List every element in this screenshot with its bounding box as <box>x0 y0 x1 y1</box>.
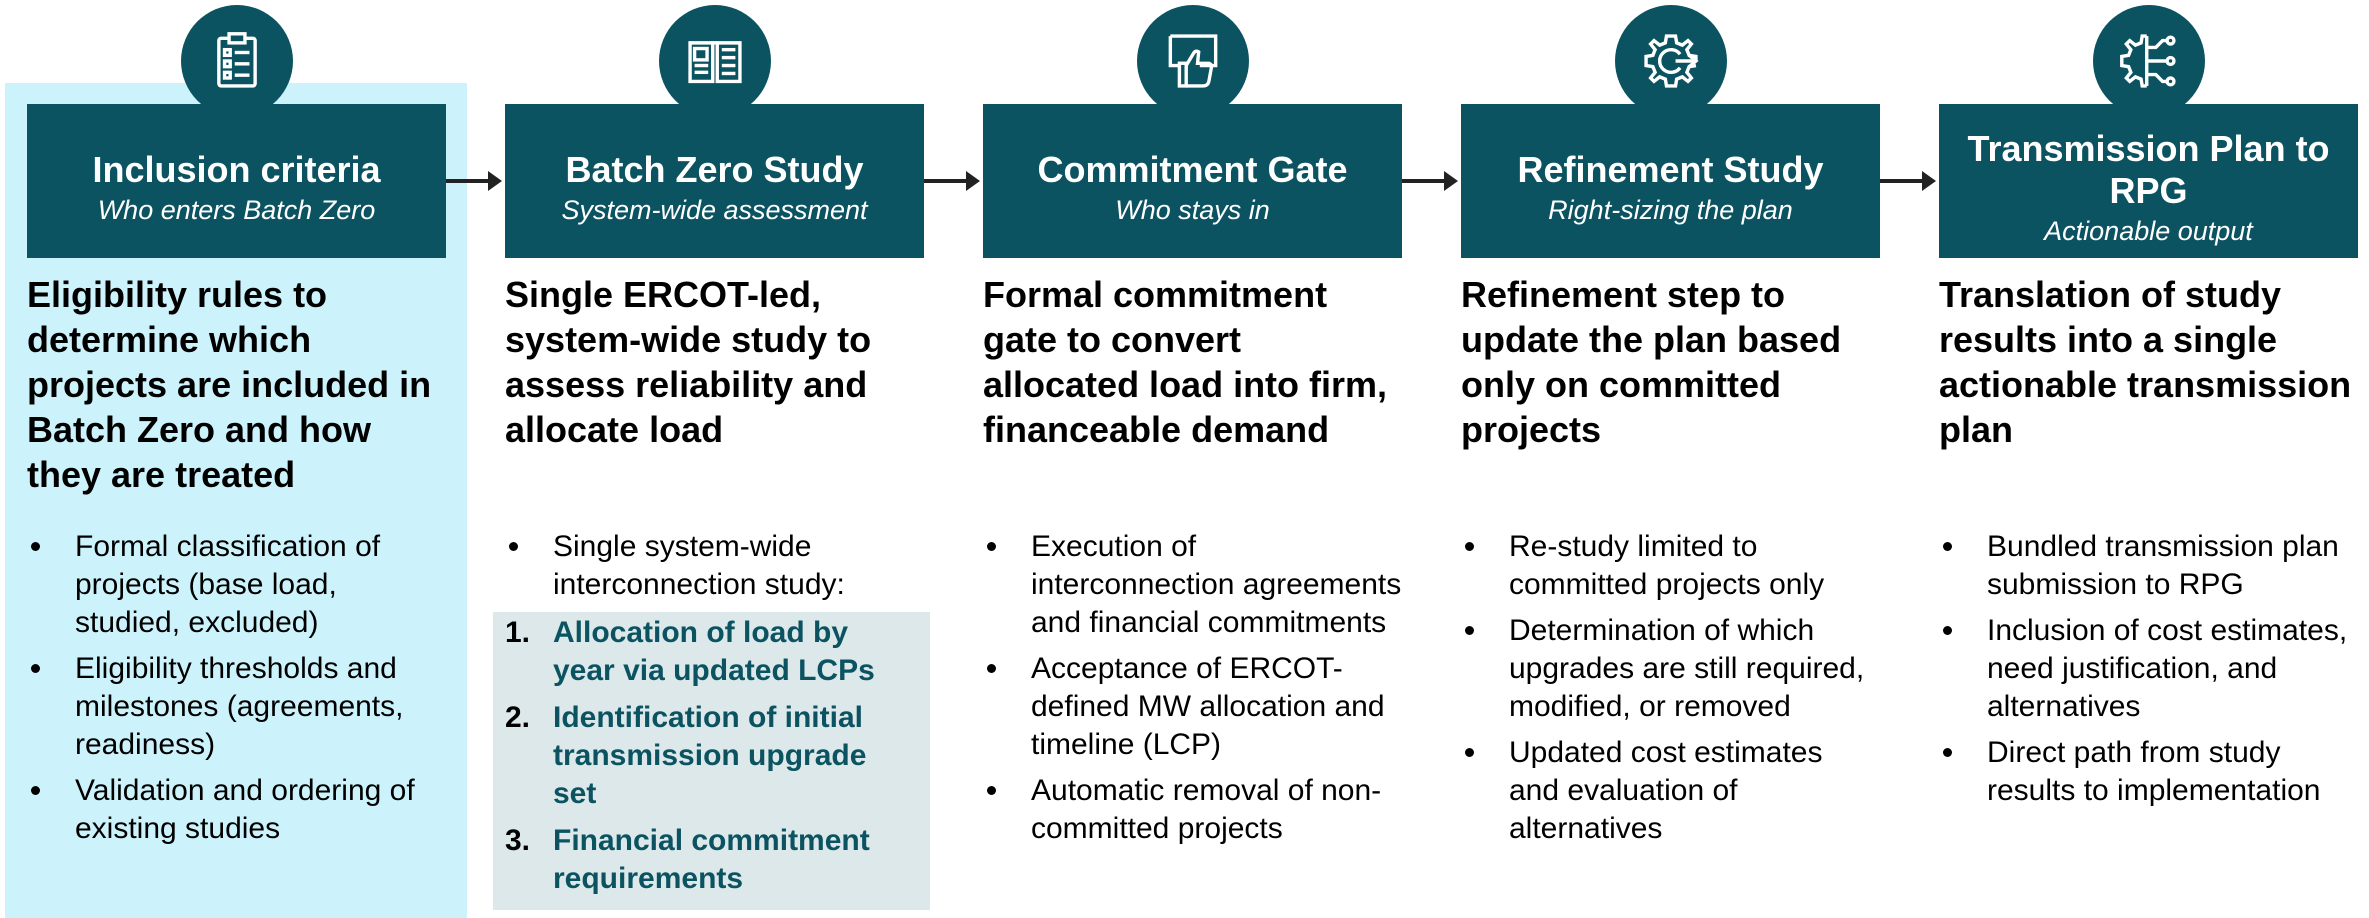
stage-title: Batch Zero Study <box>565 149 864 190</box>
stage-title: Inclusion criteria <box>92 149 381 190</box>
stage-header: Transmission Plan to RPG Actionable outp… <box>1939 104 2358 258</box>
stage-inclusion-criteria: Inclusion criteria Who enters Batch Zero… <box>27 0 446 918</box>
numbered-list: 1. Allocation of load by year via updated… <box>505 614 917 907</box>
stage-summary: Single ERCOT-led, system-wide study to a… <box>505 274 872 450</box>
bullet-item: Formal classification of projects (base … <box>27 528 446 642</box>
open-book-icon <box>658 5 771 117</box>
bullet-item: Updated cost estimates and evaluation of… <box>1461 734 1880 848</box>
thumbs-up-icon <box>1136 5 1249 117</box>
stage-subtitle: System-wide assessment <box>561 195 868 225</box>
item-number: 1. <box>505 616 531 649</box>
bullet-item: Inclusion of cost estimates, need justif… <box>1939 612 2358 726</box>
stage-header: Batch Zero Study System-wide assessment <box>505 104 924 258</box>
stage-summary: Eligibility rules to determine which pro… <box>27 274 432 495</box>
bullet-item: Execution of interconnection agreements … <box>983 528 1402 642</box>
item-text: Financial commitment requirements <box>553 824 870 895</box>
numbered-item: 2. Identification of initial transmission… <box>505 699 917 813</box>
stage-subtitle: Right-sizing the plan <box>1548 195 1793 225</box>
bullet-list: Bundled transmission plan submission to … <box>1939 528 2358 818</box>
item-number: 2. <box>505 701 531 734</box>
stage-header: Inclusion criteria Who enters Batch Zero <box>27 104 446 258</box>
item-number: 3. <box>505 824 531 857</box>
stage-header: Refinement Study Right-sizing the plan <box>1461 104 1880 258</box>
bullet-item: Bundled transmission plan submission to … <box>1939 528 2358 604</box>
bullet-item: Automatic removal of non-committed proje… <box>983 772 1402 848</box>
stage-title: Commitment Gate <box>1037 149 1348 190</box>
numbered-item: 3. Financial commitment requirements <box>505 822 917 898</box>
bullet-list: Re-study limited to committed projects o… <box>1461 528 1880 856</box>
bullet-item: Acceptance of ERCOT-defined MW allocatio… <box>983 650 1402 764</box>
bullet-list: Formal classification of projects (base … <box>27 528 446 856</box>
stage-title: Refinement Study <box>1517 149 1824 190</box>
stage-refinement-study: Refinement Study Right-sizing the plan R… <box>1461 0 1880 918</box>
stage-title: Transmission Plan to RPG <box>1967 128 2330 211</box>
checklist-icon <box>180 5 293 117</box>
numbered-item: 1. Allocation of load by year via updated… <box>505 614 917 690</box>
bullet-list: Single system-wide interconnection study… <box>505 528 924 612</box>
stage-summary: Formal commitment gate to convert alloca… <box>983 274 1388 450</box>
stage-summary: Translation of study results into a sing… <box>1939 274 2352 450</box>
bullet-item: Single system-wide interconnection study… <box>505 528 924 604</box>
bullet-list: Execution of interconnection agreements … <box>983 528 1402 856</box>
item-text: Identification of initial transmission u… <box>553 701 867 810</box>
stage-transmission-plan: Transmission Plan to RPG Actionable outp… <box>1939 0 2358 918</box>
stage-subtitle: Actionable output <box>2044 216 2253 246</box>
gear-refresh-icon <box>1614 5 1727 117</box>
stage-commitment-gate: Commitment Gate Who stays in Formal comm… <box>983 0 1402 918</box>
stage-summary: Refinement step to update the plan based… <box>1461 274 1842 450</box>
bullet-item: Determination of which upgrades are stil… <box>1461 612 1880 726</box>
bullet-item: Re-study limited to committed projects o… <box>1461 528 1880 604</box>
numbered-box <box>493 612 930 910</box>
bullet-item: Direct path from study results to implem… <box>1939 734 2358 810</box>
bullet-item: Validation and ordering of existing stud… <box>27 772 446 848</box>
flow-arrow <box>924 171 980 191</box>
flow-arrow <box>1880 171 1936 191</box>
stage-header: Commitment Gate Who stays in <box>983 104 1402 258</box>
stage-batch-zero-study: Batch Zero Study System-wide assessment … <box>493 0 930 918</box>
stage-subtitle: Who enters Batch Zero <box>97 195 376 225</box>
circuit-icon <box>2092 5 2205 117</box>
flow-arrow <box>446 171 502 191</box>
flow-arrow <box>1402 171 1458 191</box>
bullet-item: Eligibility thresholds and milestones (a… <box>27 650 446 764</box>
item-text: Allocation of load by year via updated L… <box>553 616 875 687</box>
stage-subtitle: Who stays in <box>1115 195 1270 225</box>
